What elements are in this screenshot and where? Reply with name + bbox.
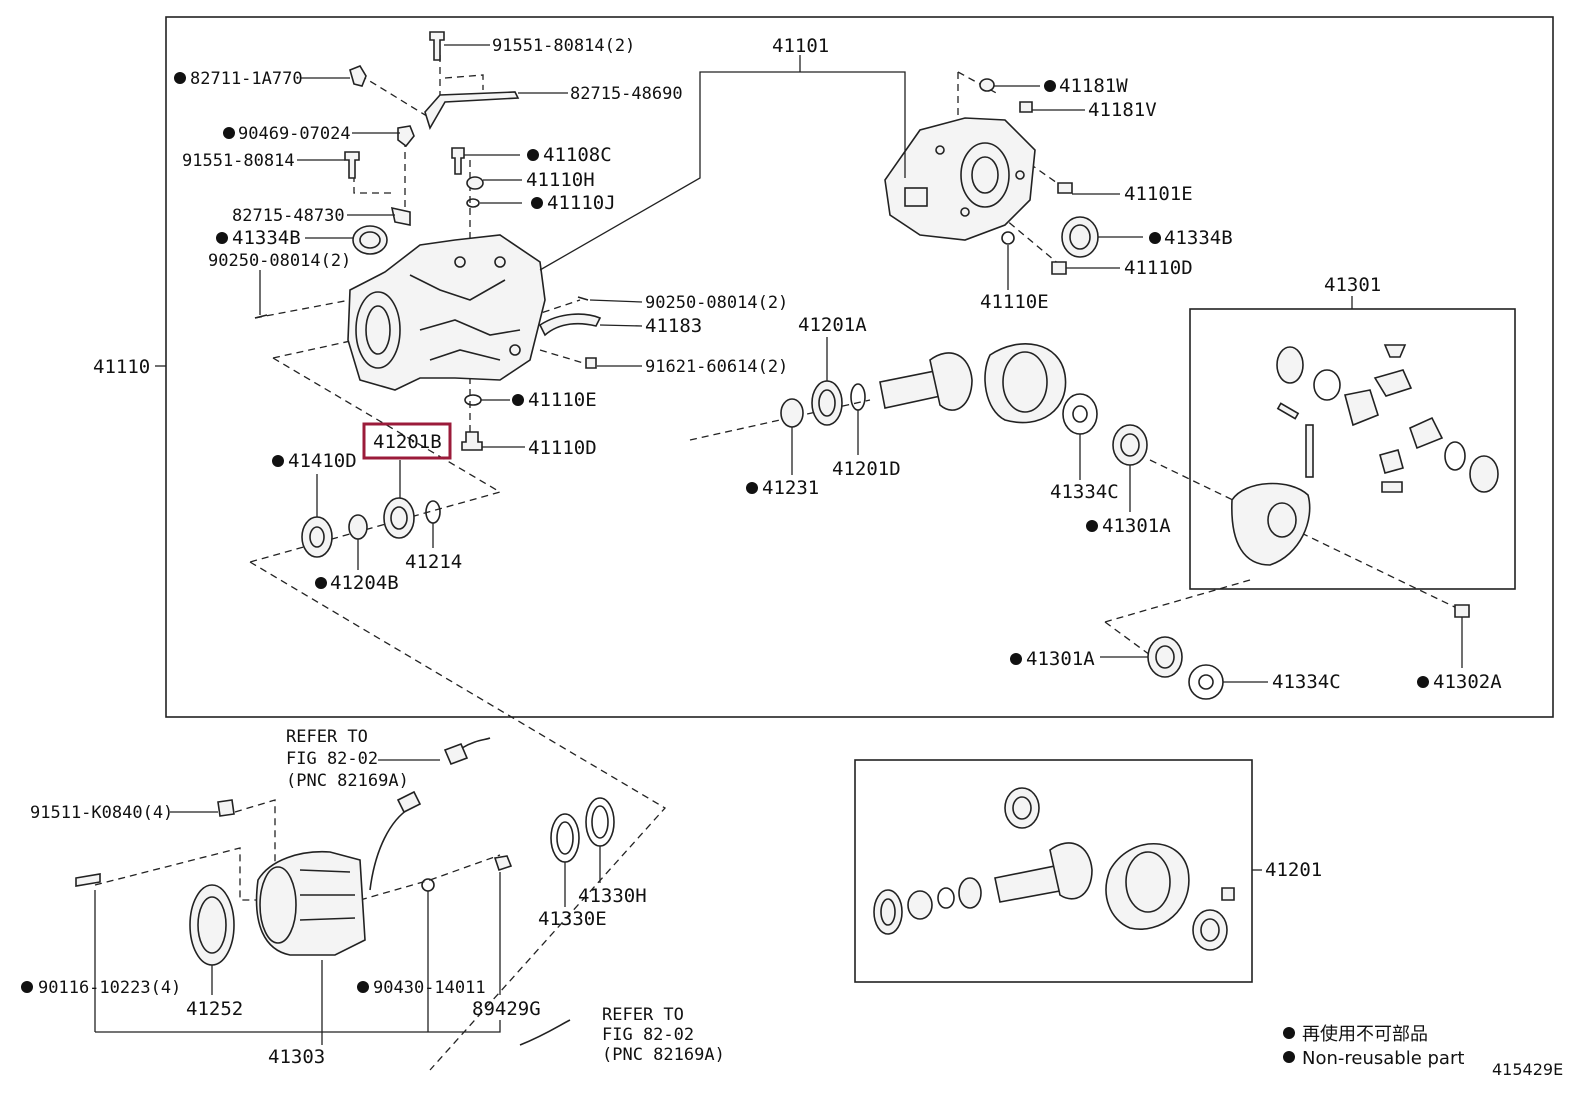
label-41201[interactable]: 41201 [1265,859,1322,881]
label-41110J[interactable]: 41110J [547,192,616,214]
label-41110E-left[interactable]: 41110E [528,389,597,411]
label-41330H[interactable]: 41330H [578,885,647,907]
label-41410D[interactable]: 41410D [288,450,357,472]
label-82715-48690[interactable]: 82715-48690 [570,84,683,104]
legend-en: Non-reusable part [1302,1048,1464,1069]
side-bearing-parts [1147,636,1224,700]
label-41110D-left[interactable]: 41110D [528,437,597,459]
label-41301A-upper[interactable]: 41301A [1102,515,1171,537]
label-41110D-right[interactable]: 41110D [1124,257,1193,279]
label-41110H[interactable]: 41110H [526,169,595,191]
ring-pinion-kit-frame [854,759,1253,983]
label-41204B[interactable]: 41204B [330,572,399,594]
non-reusable-markers [21,72,1429,993]
label-41301[interactable]: 41301 [1324,274,1381,296]
pinion-gear-parts [780,343,1148,466]
label-41231[interactable]: 41231 [762,477,819,499]
label-41252[interactable]: 41252 [186,998,243,1020]
label-41101E[interactable]: 41101E [1124,183,1193,205]
upper-hardware [254,31,597,451]
label-91511-K0840-4[interactable]: 91511-K0840(4) [30,803,173,823]
figure-code: 415429E [1492,1060,1563,1079]
differential-carrier-housing [347,234,602,391]
legend-jp: 再使用不可部品 [1302,1024,1428,1045]
label-90250-08014-2-left[interactable]: 90250-08014(2) [208,251,351,271]
label-41334B-right[interactable]: 41334B [1164,227,1233,249]
label-41201A[interactable]: 41201A [798,314,867,336]
label-82711-1A770[interactable]: 82711-1A770 [190,69,303,89]
actuator-assembly [75,737,615,1046]
label-41214[interactable]: 41214 [405,551,462,573]
part-labels: 91551-80814(2) 82711-1A770 82715-48690 9… [30,35,1502,1068]
label-41334C-lower[interactable]: 41334C [1272,671,1341,693]
label-90116-10223-4[interactable]: 90116-10223(4) [38,978,181,998]
label-82715-48730[interactable]: 82715-48730 [232,206,345,226]
label-41302A[interactable]: 41302A [1433,671,1502,693]
main-assembly-frame [165,16,1554,718]
ring-pinion-kit [873,787,1235,951]
label-90250-08014-2-right[interactable]: 90250-08014(2) [645,293,788,313]
legend: 再使用不可部品 Non-reusable part [1283,1024,1464,1069]
input-bearing-parts [301,497,441,558]
label-41334C-upper[interactable]: 41334C [1050,481,1119,503]
refer-note-1-line2: FIG 82-02 [286,749,378,769]
label-90469-07024[interactable]: 90469-07024 [238,124,351,144]
label-91551-80814-2[interactable]: 91551-80814(2) [492,36,635,56]
label-41330E[interactable]: 41330E [538,908,607,930]
label-41110[interactable]: 41110 [93,356,150,378]
label-41181W[interactable]: 41181W [1059,75,1128,97]
label-41334B-left[interactable]: 41334B [232,227,301,249]
label-91621-60614-2[interactable]: 91621-60614(2) [645,357,788,377]
label-41108C[interactable]: 41108C [543,144,612,166]
refer-note-2-line3: (PNC 82169A) [602,1045,725,1065]
highlight-box [362,422,452,460]
label-41183[interactable]: 41183 [645,315,702,337]
label-41110E-right[interactable]: 41110E [980,291,1049,313]
refer-note-1-line3: (PNC 82169A) [286,771,409,791]
refer-note-1-line1: REFER TO [286,727,368,747]
label-41201D[interactable]: 41201D [832,458,901,480]
refer-note-2-line1: REFER TO [602,1005,684,1025]
cover-hardware [979,78,1099,275]
label-89429G[interactable]: 89429G [472,998,541,1020]
differential-rear-cover [884,117,1036,241]
leader-lines [94,44,1463,1045]
label-41201B[interactable]: 41201B [373,431,442,453]
label-41301A-lower[interactable]: 41301A [1026,648,1095,670]
differential-case-internals [1231,344,1499,618]
refer-note-2-line2: FIG 82-02 [602,1025,694,1045]
label-41181V[interactable]: 41181V [1088,99,1157,121]
label-41101[interactable]: 41101 [772,35,829,57]
label-91551-80814[interactable]: 91551-80814 [182,151,295,171]
assembly-dashed-lines [94,55,1466,1071]
label-90430-14011[interactable]: 90430-14011 [373,978,486,998]
label-41303[interactable]: 41303 [268,1046,325,1068]
